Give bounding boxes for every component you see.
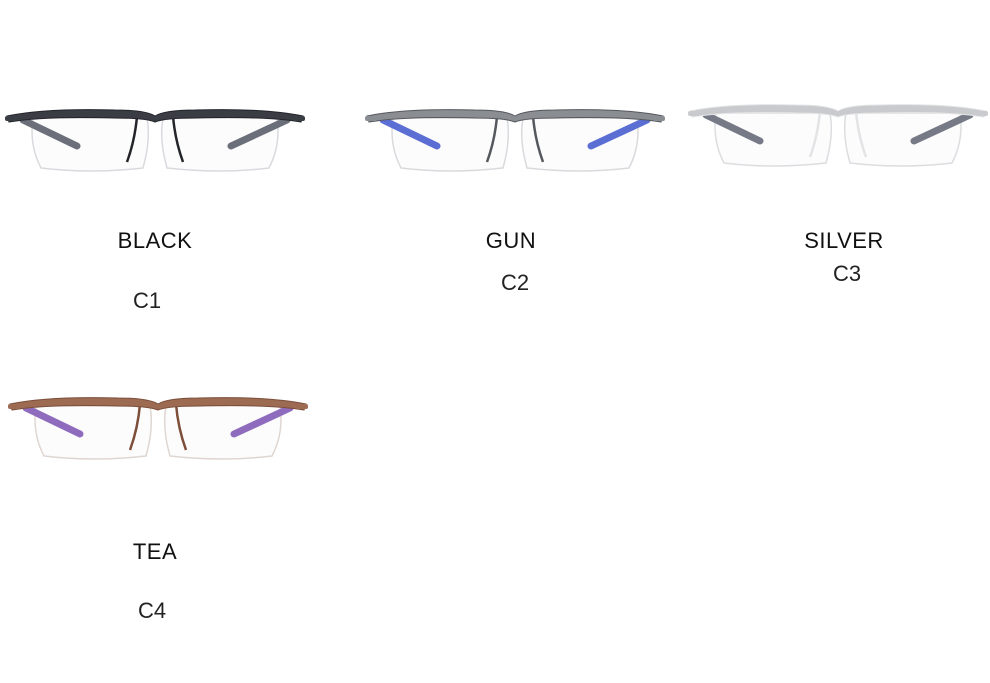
- temple-right: [227, 116, 291, 150]
- hinge-right: [293, 116, 305, 121]
- right-lens: [163, 405, 282, 460]
- eyeglasses-tea-image: [8, 397, 308, 460]
- color-name-silver: SILVER: [804, 228, 884, 253]
- nose-pad-right: [171, 115, 185, 163]
- brow-bar: [366, 109, 664, 123]
- left-lens: [391, 117, 510, 172]
- temple-right: [230, 404, 294, 438]
- right-lens: [520, 117, 639, 172]
- color-code-c4: C4: [137, 598, 167, 623]
- temple-left: [22, 404, 84, 438]
- brow-bar: [689, 104, 987, 118]
- temple-right: [910, 111, 974, 145]
- hinge-left: [365, 116, 377, 121]
- eyeglasses-gun-image: [365, 109, 665, 172]
- brow-bar: [9, 397, 307, 411]
- left-lens: [34, 405, 153, 460]
- hinge-left: [5, 116, 17, 121]
- eyeglasses-silver-image: [688, 104, 988, 167]
- nose-pad-right: [854, 110, 868, 158]
- temple-left: [379, 116, 441, 150]
- hinge-left: [8, 404, 20, 409]
- temple-left: [702, 111, 764, 145]
- color-name-tea: TEA: [132, 539, 178, 564]
- color-name-gun: GUN: [485, 228, 537, 253]
- right-lens: [843, 112, 962, 167]
- color-code-c3: C3: [832, 261, 862, 286]
- temple-left: [19, 116, 81, 150]
- color-name-black: BLACK: [117, 228, 193, 253]
- right-lens: [160, 117, 279, 172]
- hinge-left: [688, 111, 700, 116]
- nose-pad-left: [808, 110, 822, 158]
- left-lens: [714, 112, 833, 167]
- nose-pad-right: [174, 403, 188, 451]
- nose-pad-left: [125, 115, 139, 163]
- nose-pad-left: [128, 403, 142, 451]
- hinge-right: [296, 404, 308, 409]
- nose-pad-right: [531, 115, 545, 163]
- color-code-c2: C2: [500, 270, 530, 295]
- left-lens: [31, 117, 150, 172]
- brow-bar: [6, 109, 304, 123]
- hinge-right: [976, 111, 988, 116]
- temple-right: [587, 116, 651, 150]
- hinge-right: [653, 116, 665, 121]
- eyeglasses-black-image: [5, 109, 305, 172]
- nose-pad-left: [485, 115, 499, 163]
- color-code-c1: C1: [132, 288, 162, 313]
